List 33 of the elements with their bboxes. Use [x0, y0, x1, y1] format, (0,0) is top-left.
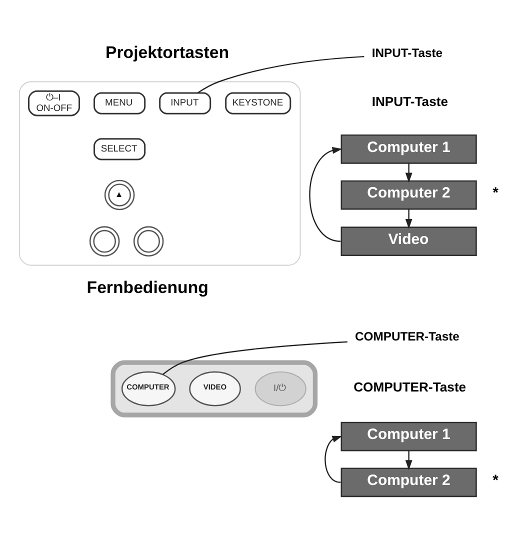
node-label: * — [492, 472, 498, 490]
cluster — [18, 81, 301, 266]
label: Projektortasten — [106, 42, 230, 62]
arrow — [405, 450, 412, 470]
arrow — [405, 209, 412, 229]
node-label: * — [492, 184, 498, 202]
node-ellipse: VIDEO — [189, 371, 241, 406]
node-box: INPUT — [159, 92, 212, 114]
connector — [198, 56, 364, 94]
arrow — [405, 163, 412, 183]
node-text: COMPUTER-Taste — [354, 329, 460, 344]
node-box: Computer 1 — [340, 134, 477, 164]
node-box: Computer 2 — [340, 180, 477, 210]
node-ellipse: COMPUTER — [121, 371, 176, 406]
node-circle — [133, 226, 164, 257]
connector — [162, 341, 348, 375]
node-box: Computer 2 — [340, 468, 477, 498]
node-box: KEYSTONE — [225, 92, 292, 114]
node-box: ⏻–I ON-OFF — [28, 90, 80, 116]
label: Fernbedienung — [86, 278, 208, 297]
label: COMPUTER-Taste — [354, 379, 466, 394]
arrow — [324, 436, 342, 483]
node-ellipse: I/⏻ — [254, 371, 306, 406]
label: INPUT-Taste — [372, 94, 448, 109]
node-box: SELECT — [94, 138, 146, 160]
node-circle: ▲ — [104, 180, 135, 210]
node-box: Computer 1 — [340, 422, 477, 452]
arrow — [309, 146, 342, 242]
node-box: MENU — [94, 92, 146, 114]
node-text: INPUT-Taste — [372, 46, 443, 60]
node-circle — [89, 226, 120, 257]
cluster — [110, 360, 318, 418]
node-box: Video — [340, 226, 477, 256]
